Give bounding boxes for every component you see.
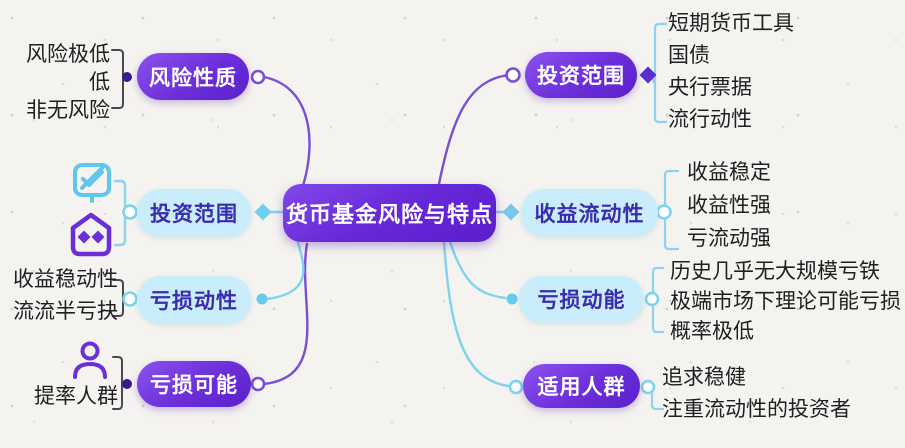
leaf-item: 注重流动性的投资者 [662,398,851,421]
leaf-text-group: 收益稳动性 流流半亏抉 [0,264,118,328]
leaf-text-group: 风险极低 低 非无风险 [0,41,110,125]
check-board-icon [73,163,111,203]
connector-dot [122,379,132,389]
connector-ring [644,291,660,307]
branch-node-risk-nature[interactable]: 风险性质 [137,53,249,100]
connector-diamond [254,203,272,221]
leaf-item: 流流半亏抉 [13,300,118,323]
connector-curve [266,240,305,301]
leaf-text-group: 提率人群 [0,383,118,411]
connector-ring [250,69,266,85]
leaf-item: 收益性强 [687,194,771,217]
connector-ring [656,204,672,220]
leaf-item: 收益稳动性 [13,268,118,291]
bracket [650,392,665,411]
connector-dot [122,72,132,82]
leaf-item: 收益稳定 [687,161,771,184]
leaf-item: 央行票据 [668,76,752,99]
connector-ring [122,204,138,220]
bracket [653,22,668,124]
leaf-item: 流行动性 [668,108,752,131]
connector-curve [262,75,311,188]
bracket [111,49,124,109]
branch-node-invest-scope-left[interactable]: 投资范围 [137,189,251,236]
leaf-item: 国债 [668,44,710,67]
branch-node-loss-possible[interactable]: 亏损可能 [137,361,251,407]
bracket-tail [651,77,656,91]
connector-diamond [502,203,520,221]
branch-node-yield-liquidity[interactable]: 收益流动性 [521,189,658,236]
leaf-item: 非无风险 [26,99,110,122]
leaf-item: 风险极低 [26,43,110,66]
bracket [112,356,123,410]
leaf-text-group: 短期货币工具 国债 央行票据 流行动性 [668,8,794,136]
robot-icon [70,212,112,257]
connector-dot [506,293,518,305]
connector-curve [442,240,511,388]
leaf-item: 短期货币工具 [668,12,794,35]
leaf-item: 低 [89,71,110,94]
branch-node-invest-scope-right[interactable]: 投资范围 [525,52,637,98]
leaf-item: 历史几乎无大规模亏铁 [670,260,880,283]
central-topic-node[interactable]: 货币基金风险与特点 [283,184,496,242]
branch-node-loss-potential[interactable]: 亏损动能 [519,276,644,322]
connector-curve [448,240,507,300]
leaf-item: 亏流动强 [687,227,771,250]
connector-ring [250,376,266,392]
leaf-item: 追求稳健 [662,366,746,389]
connector-ring [508,379,524,395]
connector-curve [437,73,514,186]
connector-ring [505,67,521,83]
connector-ring [122,291,138,307]
leaf-text-group: 追求稳健 注重流动性的投资者 [662,362,851,426]
connector-curve [262,242,309,386]
connector-diamond [639,66,657,84]
leaf-item: 概率极低 [670,320,754,343]
leaf-item: 极端市场下理论可能亏损 [670,290,901,313]
connector-ring [640,379,656,395]
branch-node-suitable-people[interactable]: 适用人群 [523,364,640,408]
connector-dot [256,293,268,305]
branch-node-loss-volatility[interactable]: 亏损动性 [137,276,251,323]
leaf-item: 提率人群 [34,385,118,408]
person-icon [73,341,107,379]
leaf-text-group: 历史几乎无大规模亏铁 极端市场下理论可能亏损 概率极低 [670,257,901,347]
leaf-text-group: 收益稳定 收益性强 亏流动强 [687,156,771,255]
